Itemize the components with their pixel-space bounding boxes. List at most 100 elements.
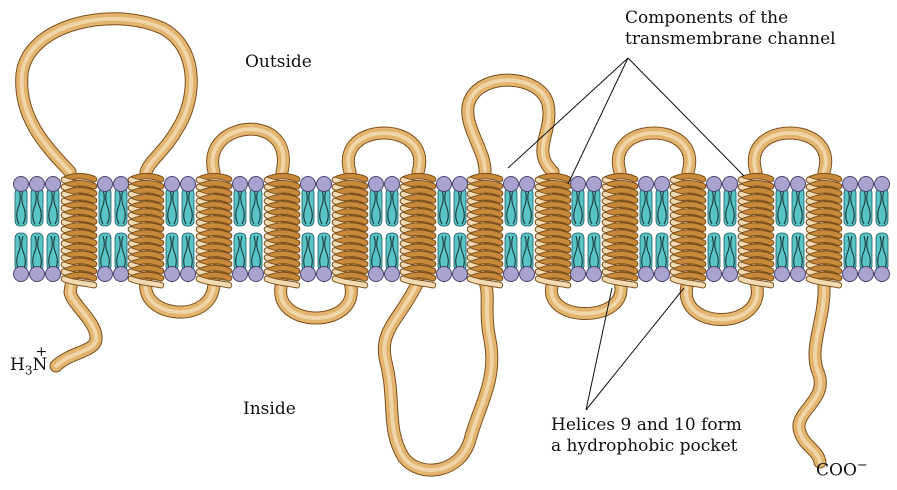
lipid-3-0: [233, 177, 248, 282]
lipid-9-0: [639, 177, 654, 282]
helix-10: [673, 176, 703, 285]
inside-label: Inside: [243, 399, 296, 420]
lipid-tail: [860, 188, 872, 226]
lipid-2-0: [165, 177, 180, 282]
helix-7: [470, 176, 500, 285]
lipid-tail: [521, 188, 533, 226]
outer-loop-7-8-body: [468, 80, 553, 172]
lipid-head: [639, 177, 654, 192]
lipid-head: [249, 177, 264, 192]
channel-components-label: Components of the transmembrane channel: [625, 8, 836, 50]
lipid-10-0: [707, 177, 722, 282]
lipid-tail: [386, 188, 398, 226]
lipid-12-0: [843, 177, 858, 282]
helix-8: [538, 176, 568, 285]
lipid-head: [30, 177, 45, 192]
lipid-tail: [708, 188, 720, 226]
helix-11: [741, 176, 771, 285]
helix-6: [403, 176, 433, 285]
lipid-head: [114, 177, 129, 192]
lipid-10-1: [723, 177, 738, 282]
lipid-head: [775, 267, 790, 282]
lipid-0-0: [14, 177, 29, 282]
lipid-head: [504, 177, 519, 192]
lipid-head: [587, 177, 602, 192]
lipid-head: [520, 267, 535, 282]
lipid-tail: [792, 188, 804, 226]
lipid-head: [385, 177, 400, 192]
lipid-tail: [370, 188, 382, 226]
lipid-head: [165, 177, 180, 192]
lipid-head: [571, 177, 586, 192]
lipid-head: [369, 177, 384, 192]
helix-3: [199, 176, 229, 285]
lipid-8-0: [571, 177, 586, 282]
outside-label: Outside: [245, 52, 312, 73]
n-terminus-label: H3N+: [10, 355, 47, 381]
lipid-head: [707, 177, 722, 192]
lipid-0-2: [46, 177, 61, 282]
lipid-head: [859, 267, 874, 282]
lipid-head: [723, 267, 738, 282]
lipid-head: [98, 177, 113, 192]
lipid-head: [655, 267, 670, 282]
lipid-head: [791, 267, 806, 282]
lipid-tail: [724, 188, 736, 226]
helix-12: [809, 176, 839, 285]
lipid-tail: [454, 188, 466, 226]
n-terminal-tail: [56, 280, 96, 366]
lipid-head: [385, 267, 400, 282]
lipid-11-0: [775, 177, 790, 282]
lipid-tail: [99, 188, 111, 226]
lipid-12-1: [859, 177, 874, 282]
lipid-head: [437, 267, 452, 282]
c-terminus-text: COO: [816, 461, 857, 481]
lipid-head: [843, 267, 858, 282]
lipid-head: [655, 177, 670, 192]
lipid-5-0: [369, 177, 384, 282]
outer-loop-5-6: [348, 133, 419, 172]
lipid-head: [875, 177, 890, 192]
outer-loop-7-8: [468, 80, 553, 172]
lipid-head: [14, 267, 29, 282]
lipid-tail: [876, 188, 888, 226]
lipid-tail: [302, 188, 314, 226]
lipid-tail: [166, 188, 178, 226]
lipid-head: [14, 177, 29, 192]
lipid-tail: [656, 188, 668, 226]
lipid-head: [301, 177, 316, 192]
lipid-tail: [47, 188, 59, 226]
lipid-head: [249, 267, 264, 282]
lipid-head: [504, 267, 519, 282]
outer-loop-1-2-body: [22, 19, 192, 172]
helices-label-line-1: Helices 9 and 10 form: [551, 415, 742, 436]
lipid-head: [520, 177, 535, 192]
inner-loop-10-11: [686, 282, 757, 320]
lipid-tail: [640, 188, 652, 226]
outer-loop-11-12: [754, 133, 825, 172]
n-terminus-n: N+: [32, 355, 47, 375]
lipid-tail: [505, 188, 517, 226]
lipid-3-1: [249, 177, 264, 282]
inner-loop-6-7: [384, 282, 492, 470]
lipid-head: [843, 177, 858, 192]
lipid-head: [233, 267, 248, 282]
lipid-head: [639, 267, 654, 282]
lipid-head: [301, 267, 316, 282]
helix-1: [64, 176, 94, 285]
transmembrane-helices: [64, 176, 839, 285]
lipid-head: [165, 267, 180, 282]
helix-2: [131, 176, 161, 285]
lipid-tail: [318, 188, 330, 226]
helices-label-line-2: a hydrophobic pocket: [551, 436, 742, 457]
helix-4: [267, 176, 297, 285]
lipid-head: [114, 267, 129, 282]
outer-loop-1-2: [22, 19, 192, 172]
lipid-5-1: [385, 177, 400, 282]
c-terminal-tail: [799, 282, 824, 462]
lipid-tail: [776, 188, 788, 226]
lipid-tail: [182, 188, 194, 226]
channel-label-line-1: Components of the: [625, 8, 836, 29]
